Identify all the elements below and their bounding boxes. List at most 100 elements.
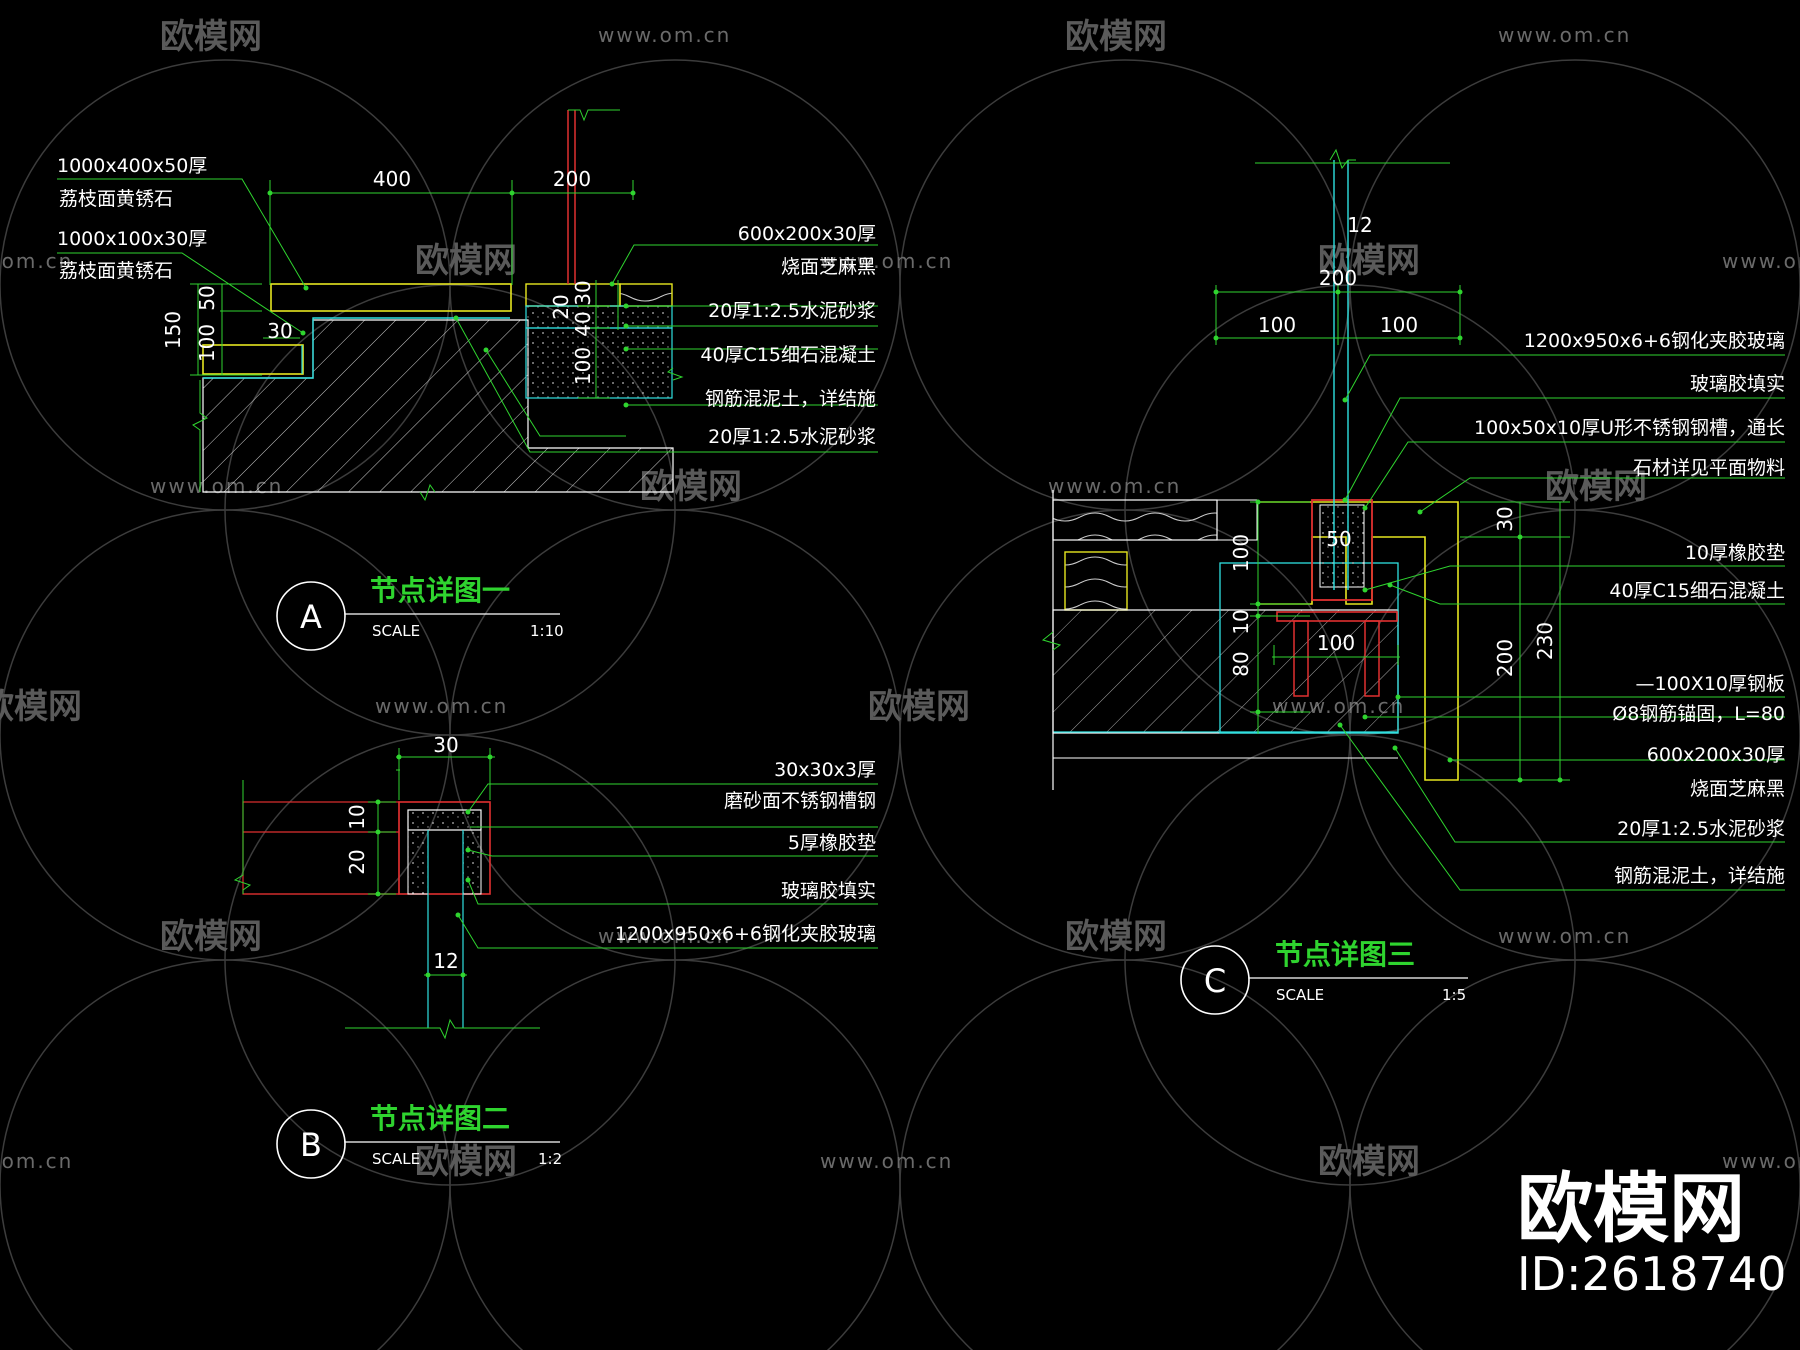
watermark-brand: 欧模网 [160,17,262,57]
watermark-url: www.om.cn [0,1149,73,1173]
watermark-brand: 欧模网 [1065,917,1167,957]
detail-b-letter: B [300,1126,322,1164]
watermark-url: www.om.cn [820,249,953,273]
watermark-text: 欧模网 www.om.cn 欧模网 www.om.cn 欧模网 www.om.c… [0,17,1800,1182]
watermark-brand: 欧模网 [0,687,82,727]
detail-c-dim-100b: 100 [1380,313,1418,337]
detail-c-note-12: 钢筋混泥土，详结施 [1614,865,1785,887]
detail-c-dim-10: 10 [1229,609,1253,634]
detail-c-dim-30: 30 [1493,506,1517,531]
detail-c-dim-100d: 100 [1317,631,1355,655]
detail-a-dim-400: 400 [373,167,411,191]
watermark-url: www.om.cn [375,694,508,718]
detail-a-dim-40: 40 [571,311,595,336]
watermark-brand: 欧模网 [1545,467,1647,507]
detail-c-dim-12: 12 [1347,213,1372,237]
detail-a-dim-20: 20 [549,294,573,319]
detail-b-dim-30: 30 [433,733,458,757]
detail-a-dim-100b: 100 [571,347,595,385]
detail-c-marker-circle [1180,945,1250,1015]
watermark-url: www.om.cn [1498,924,1631,948]
watermark-brand: 欧模网 [1318,241,1420,281]
detail-c-note-7: —100X10厚钢板 [1636,673,1785,695]
detail-a-step-slab [202,344,304,375]
detail-c-note-10: 烧面芝麻黑 [1690,778,1785,800]
detail-a-note-l2: 荔枝面黄锈石 [59,188,173,210]
detail-a-note-l1: 1000x400x50厚 [57,155,207,177]
detail-c-note-6: 40厚C15细石混凝土 [1609,580,1785,602]
detail-c-title: 节点详图三 [1275,938,1415,971]
brand-logo-id: ID:2618740 [1517,1247,1786,1301]
detail-a-note-r1: 600x200x30厚 [738,223,876,245]
detail-b-note-1: 30x30x3厚 [774,759,876,781]
detail-c-note-8: Ø8钢筋锚固，L=80 [1612,703,1785,725]
detail-b-title: 节点详图二 [370,1102,510,1135]
watermark-brand: 欧模网 [415,1142,517,1182]
detail-c-note-5: 10厚橡胶垫 [1685,542,1785,564]
detail-c-dim-200b: 200 [1493,639,1517,677]
detail-c-dim-80: 80 [1229,651,1253,676]
detail-a-note-r3: 20厚1:2.5水泥砂浆 [708,300,876,322]
detail-a-top-slab [270,283,512,312]
detail-a-dim-50: 50 [195,285,219,310]
detail-c-note-11: 20厚1:2.5水泥砂浆 [1617,818,1785,840]
watermark-brand: 欧模网 [160,917,262,957]
detail-b: 30 10 20 12 30x30x3厚 磨砂面不锈钢槽钢 5厚橡胶垫 玻璃胶填… [233,733,878,1179]
detail-c-scale: 1:5 [1442,986,1466,1004]
detail-a-note-r2: 烧面芝麻黑 [781,256,876,278]
detail-a-dim-30: 30 [267,319,292,343]
watermark-brand: 欧模网 [1065,17,1167,57]
detail-c-letter: C [1204,962,1226,1000]
detail-b-dim-10: 10 [345,804,369,829]
detail-a-letter: A [300,598,322,636]
detail-a-dim-100: 100 [195,324,219,362]
detail-c-dim-100c: 100 [1229,534,1253,572]
detail-a: 400 200 150 50 100 30 20 30 40 100 1000x… [57,109,878,651]
detail-c-dim-50: 50 [1326,527,1351,551]
detail-c-dim-200: 200 [1319,266,1357,290]
detail-a-dim-150: 150 [161,311,185,349]
detail-a-title: 节点详图一 [370,574,510,607]
detail-c-note-2: 玻璃胶填实 [1690,373,1785,395]
detail-b-note-4: 玻璃胶填实 [781,880,876,902]
watermark-brand: 欧模网 [868,687,970,727]
watermark-url: www.om.cn [598,23,731,47]
detail-a-scale: 1:10 [530,622,564,640]
detail-b-note-3: 5厚橡胶垫 [788,832,876,854]
detail-c-scale-label: SCALE [1276,986,1324,1004]
detail-a-note-r6: 20厚1:2.5水泥砂浆 [708,426,876,448]
watermark-url: www.om.cn [1048,474,1181,498]
watermark-url: www.om.cn [1498,23,1631,47]
detail-b-scale: 1:2 [538,1150,562,1168]
detail-c-dim-230: 230 [1533,622,1557,660]
detail-b-channel [398,801,491,895]
watermark-url: www.om.cn [1722,249,1800,273]
watermark-url: www.om.cn [598,924,731,948]
detail-a-note-l4: 荔枝面黄锈石 [59,260,173,282]
detail-a-dim-200: 200 [553,167,591,191]
detail-b-note-2: 磨砂面不锈钢槽钢 [724,790,876,812]
detail-b-scale-label: SCALE [372,1150,420,1168]
detail-b-note-5: 1200x950x6+6钢化夹胶玻璃 [615,923,876,945]
detail-a-note-l3: 1000x100x30厚 [57,228,207,250]
watermark-url: www.om.cn [1722,1149,1800,1173]
detail-c: 12 200 100 100 50 100 10 80 100 30 200 2… [1041,148,1785,1015]
watermark-url: www.om.cn [820,1149,953,1173]
detail-a-note-r4: 40厚C15细石混凝土 [700,344,876,366]
detail-a-scale-label: SCALE [372,622,420,640]
detail-c-u-channel [1311,499,1373,601]
brand-logo: 欧模网 ID:2618740 [1517,1164,1786,1301]
detail-b-dim-12: 12 [433,949,458,973]
detail-c-note-9: 600x200x30厚 [1647,744,1785,766]
detail-a-note-r5: 钢筋混泥土，详结施 [705,388,876,410]
detail-c-note-4: 石材详见平面物料 [1633,457,1785,479]
detail-b-marker-circle [276,1109,346,1179]
detail-a-dim-30b: 30 [571,280,595,305]
detail-a-marker-circle [276,581,346,651]
watermark-circles [0,59,1800,1350]
detail-b-dim-20: 20 [345,849,369,874]
detail-c-dim-100a: 100 [1258,313,1296,337]
detail-c-note-3: 100x50x10厚U形不锈钢钢槽，通长 [1474,417,1785,439]
watermark-brand: 欧模网 [415,241,517,281]
